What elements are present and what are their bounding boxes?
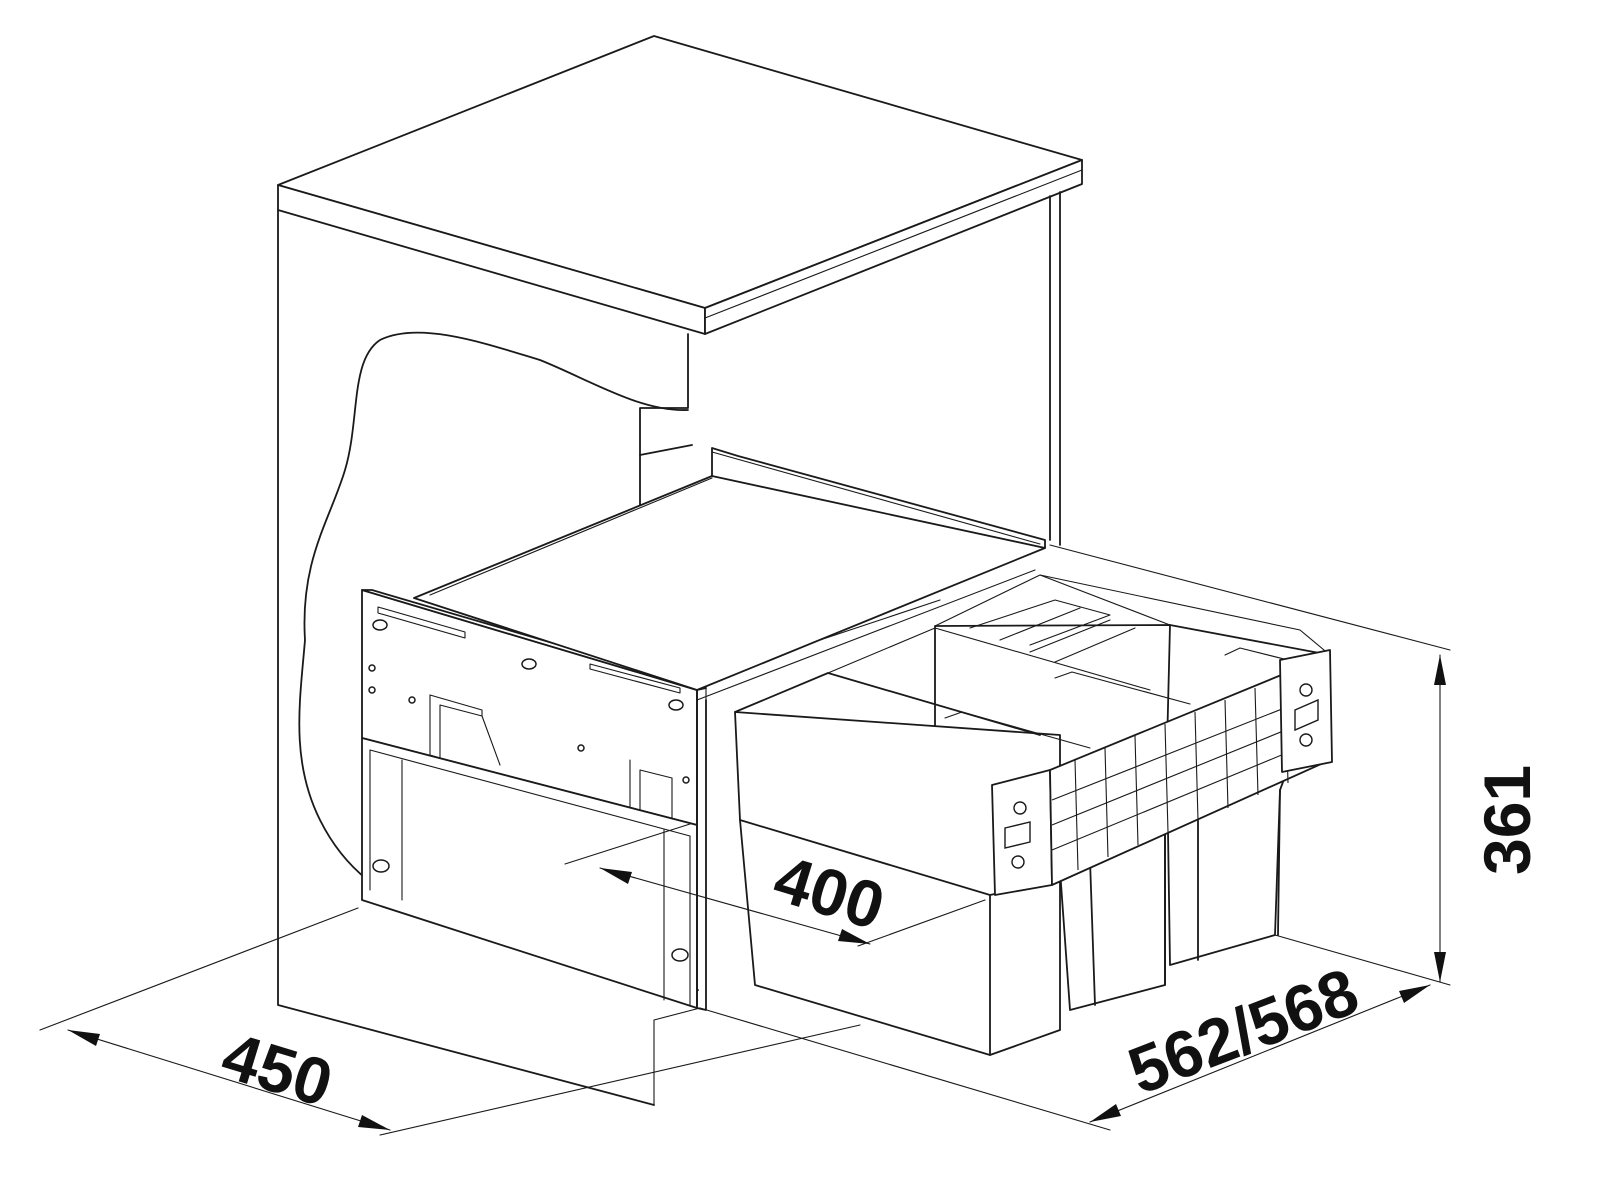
dim-width-450: 450 bbox=[39, 907, 861, 1136]
dim-height-label: 361 bbox=[1470, 765, 1544, 875]
worktop-top bbox=[277, 35, 1083, 309]
worktop-side-edge bbox=[704, 159, 1083, 335]
cabinet bbox=[277, 35, 1083, 1106]
dim-width-label: 450 bbox=[214, 1018, 341, 1121]
grid-frame bbox=[991, 649, 1333, 896]
drawer-front-frame bbox=[361, 589, 707, 1009]
grid-frame-front bbox=[991, 769, 1053, 896]
cabinet-left-side bbox=[277, 209, 655, 1106]
dim-height-361: 361 bbox=[1049, 544, 1544, 983]
cabinet-right-post bbox=[1049, 191, 1061, 546]
